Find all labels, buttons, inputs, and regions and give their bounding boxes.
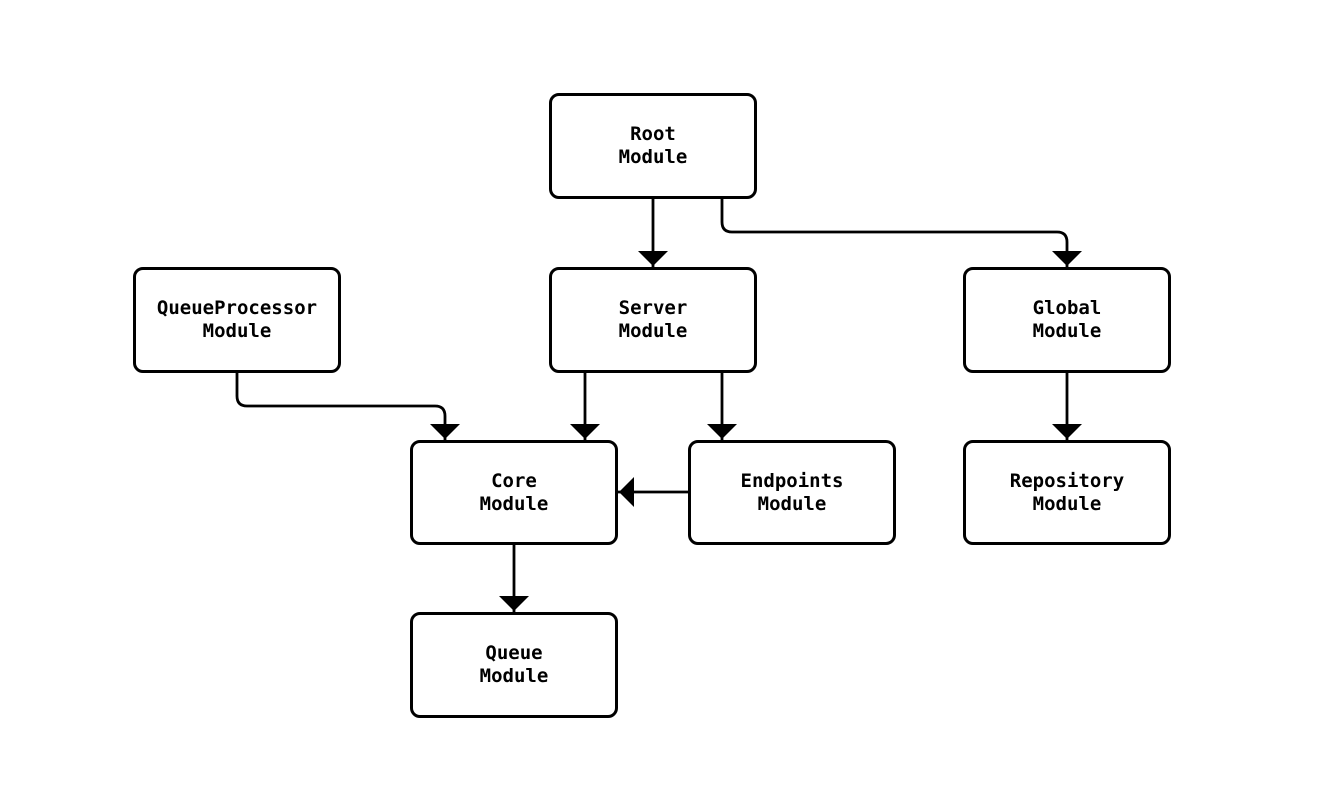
node-core-label: Core (491, 469, 537, 492)
node-core-label: Module (479, 492, 549, 515)
node-server-label: Server (618, 297, 688, 319)
node-repository-label: Module (1032, 492, 1102, 515)
node-server-label: Module (618, 320, 688, 342)
node-queue-label: Queue (485, 642, 543, 664)
node-queueprocessor-label: QueueProcessor (156, 297, 318, 319)
node-endpoints-label: Endpoints (740, 469, 844, 492)
node-root-label: Root (630, 123, 676, 145)
edge-root-global (720, 197, 1082, 268)
node-queueprocessor-label: Module (202, 320, 272, 342)
node-root-label: Module (618, 146, 688, 168)
node-global-label: Global (1032, 297, 1102, 319)
node-repository-label: Repository (1009, 469, 1125, 492)
edge-queueprocessor-core (235, 371, 460, 441)
node-endpoints-label: Module (757, 492, 827, 515)
node-global-label: Module (1032, 320, 1102, 342)
edges-group (235, 197, 1082, 613)
node-queue-label: Module (479, 665, 549, 687)
